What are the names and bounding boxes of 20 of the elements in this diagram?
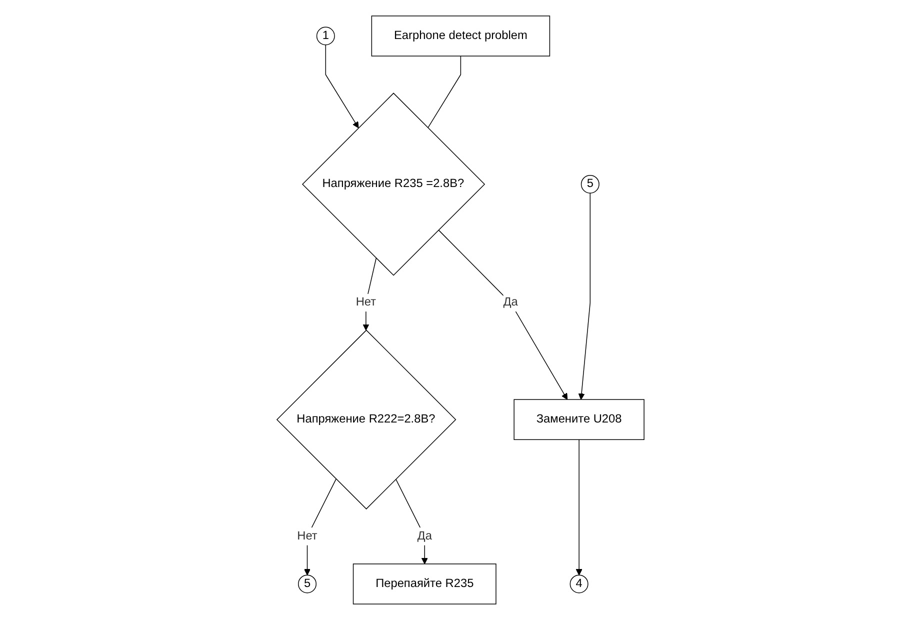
arrow [438, 230, 568, 400]
edge-label: Нет [355, 296, 376, 309]
arrow [362, 258, 376, 331]
arrow [304, 478, 336, 576]
connector [427, 56, 461, 128]
node-box: Замените U208 [513, 399, 644, 440]
node-circle: 5 [580, 174, 599, 194]
arrow [575, 439, 582, 576]
edge-label: Да [502, 296, 518, 309]
arrow [324, 44, 358, 128]
edge-label: Нет [296, 530, 317, 542]
edge-label: Да [416, 530, 432, 542]
node-box: Перепаяйте R235 [352, 564, 496, 604]
node-diamond: Напряжение R222=2.8В? [276, 330, 456, 510]
arrow [578, 192, 590, 400]
node-circle: 4 [569, 574, 588, 594]
node-circle: 5 [298, 574, 316, 594]
node-circle: 1 [316, 26, 334, 46]
node-box: Earphone detect problem [370, 16, 550, 56]
node-diamond: Напряжение R235 =2.8В? [302, 92, 485, 276]
